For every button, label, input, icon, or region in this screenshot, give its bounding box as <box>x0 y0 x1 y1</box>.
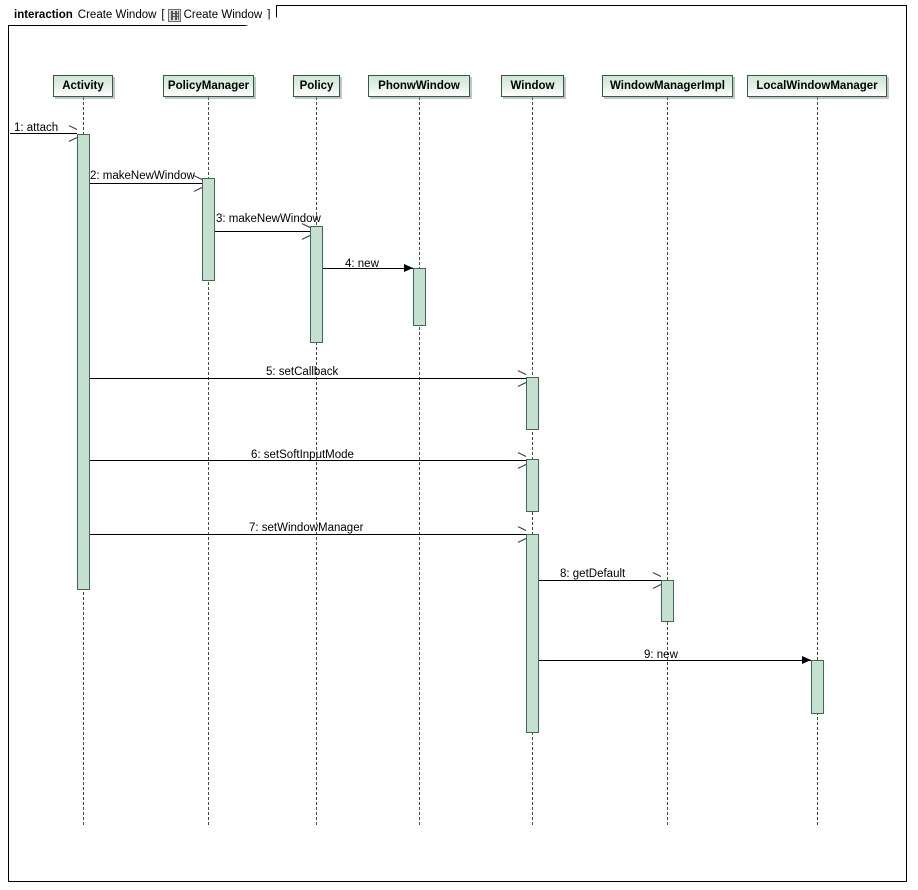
lifeline-label: Activity <box>62 80 104 92</box>
lifeline-label: PhonwWindow <box>378 80 460 92</box>
message-line-1[interactable] <box>10 133 77 134</box>
lifeline-label: LocalWindowManager <box>756 80 878 92</box>
interaction-frame <box>8 5 907 882</box>
message-line-2[interactable] <box>90 183 202 184</box>
arrowhead-open-icon-3 <box>301 227 310 236</box>
activation-bar-window[interactable] <box>526 534 539 733</box>
message-line-9[interactable] <box>539 660 811 661</box>
message-line-8[interactable] <box>539 580 661 581</box>
activation-bar-activity[interactable] <box>77 134 90 590</box>
activation-bar-window[interactable] <box>526 459 539 512</box>
message-line-7[interactable] <box>90 534 526 535</box>
lifeline-header-localwindowmanager[interactable]: LocalWindowManager <box>747 75 887 97</box>
lifeline-label: Policy <box>299 80 334 92</box>
lifeline-header-window[interactable]: Window <box>501 75 564 97</box>
arrowhead-open-icon-6 <box>517 456 526 465</box>
message-line-6[interactable] <box>90 460 526 461</box>
lifeline-header-activity[interactable]: Activity <box>53 75 113 97</box>
frame-bracket-open: [ <box>161 9 165 21</box>
lifeline-windowmanagerimpl <box>667 97 668 825</box>
message-label-4: 4: new <box>345 258 379 270</box>
arrowhead-open-icon-1 <box>68 129 77 138</box>
message-label-5: 5: setCallback <box>266 366 339 378</box>
frame-inner-name: Create Window <box>183 9 263 21</box>
activation-bar-windowmanagerimpl[interactable] <box>661 580 674 622</box>
activation-bar-window[interactable] <box>526 377 539 430</box>
message-label-3: 3: makeNewWindow <box>216 213 321 225</box>
message-label-1: 1: attach <box>14 122 59 134</box>
lifeline-header-policymanager[interactable]: PolicyManager <box>163 75 254 97</box>
activation-bar-localwindowmanager[interactable] <box>811 660 824 714</box>
lifeline-label: Window <box>510 80 555 92</box>
lifeline-localwindowmanager <box>817 97 818 825</box>
activation-bar-policymanager[interactable] <box>202 178 215 281</box>
arrowhead-solid-icon-9 <box>802 656 811 664</box>
message-label-2: 2: makeNewWindow <box>90 170 195 182</box>
lifeline-label: WindowManagerImpl <box>610 80 725 92</box>
arrowhead-open-icon-5 <box>517 374 526 383</box>
interaction-frame-label: interaction Create Window [ Create Windo… <box>8 5 278 26</box>
message-line-5[interactable] <box>90 378 526 379</box>
arrowhead-open-icon-7 <box>517 530 526 539</box>
lifeline-header-policy[interactable]: Policy <box>293 75 340 97</box>
lifeline-phonwwindow <box>419 97 420 825</box>
message-label-6: 6: setSoftInputMode <box>251 449 354 461</box>
frame-keyword: interaction <box>14 9 73 21</box>
lifeline-header-phonwwindow[interactable]: PhonwWindow <box>368 75 470 97</box>
lifeline-policymanager <box>208 97 209 825</box>
lifeline-policy <box>316 97 317 825</box>
message-label-7: 7: setWindowManager <box>249 522 364 534</box>
activation-bar-phonwwindow[interactable] <box>413 268 426 326</box>
message-line-3[interactable] <box>215 231 310 232</box>
arrowhead-solid-icon-4 <box>404 264 413 272</box>
message-line-4[interactable] <box>323 268 413 269</box>
message-label-8: 8: getDefault <box>560 568 626 580</box>
sequence-diagram-icon <box>167 8 181 22</box>
arrowhead-open-icon-8 <box>652 576 661 585</box>
frame-name: Create Window <box>77 9 157 21</box>
frame-bracket-close: ] <box>267 9 271 21</box>
lifeline-header-windowmanagerimpl[interactable]: WindowManagerImpl <box>602 75 733 97</box>
message-label-9: 9: new <box>644 649 678 661</box>
activation-bar-policy[interactable] <box>310 226 323 343</box>
lifeline-label: PolicyManager <box>167 80 250 92</box>
